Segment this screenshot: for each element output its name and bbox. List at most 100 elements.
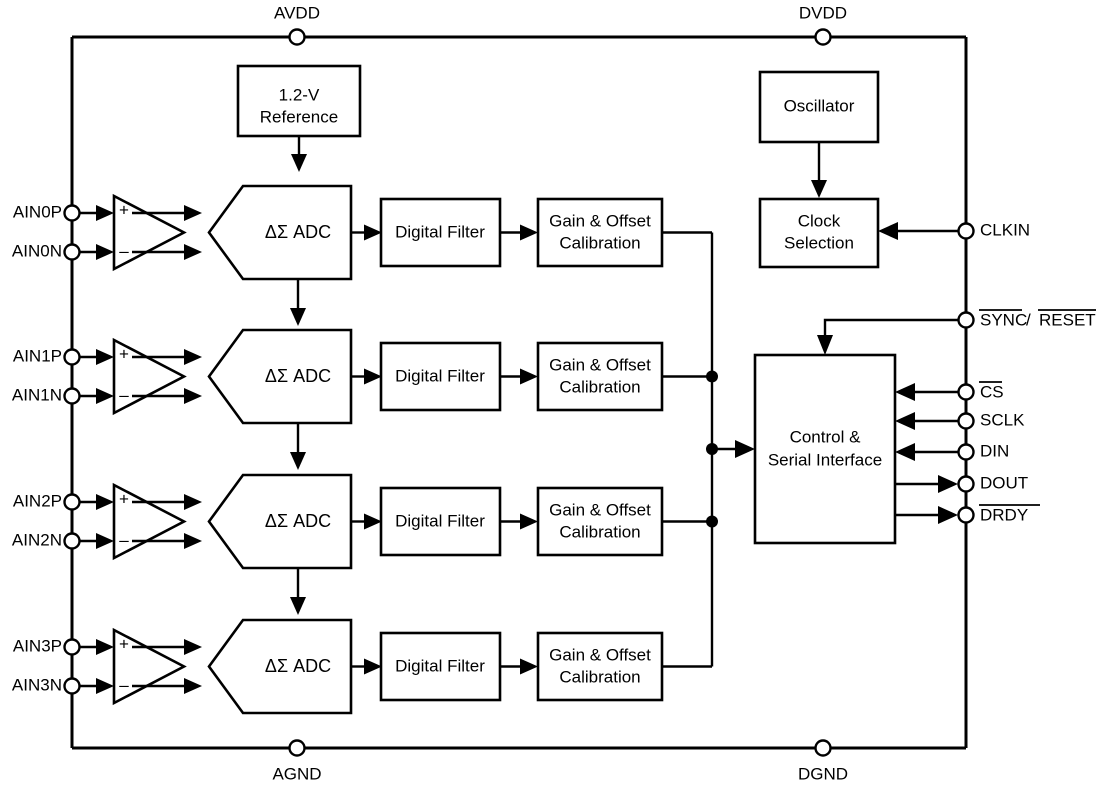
filter-3-label: Digital Filter [395,656,485,675]
cs-label: CS [980,382,1004,401]
oscillator-to-clocksel-arrow [811,180,827,198]
dgnd-pin-circle[interactable] [814,739,832,757]
cal-1-rect [536,341,664,412]
reference-to-adc0-arrow [291,154,307,172]
ain2p-pin-circle[interactable] [63,493,81,511]
ain1p-pin-circle[interactable] [63,348,81,366]
filter-0-rect [379,197,502,268]
pga-1-out-top-arrow [184,349,202,365]
clock-selection-block-rect [758,197,880,269]
adc-1-label: ΔΣ ADC [265,366,331,386]
sync-reset-wire [823,318,966,337]
cs-arrow [895,383,915,401]
control-serial-interface-block: Control & Serial Interface [753,353,897,545]
adc-2-label: ΔΣ ADC [265,511,331,531]
ain0n-arrow [96,244,114,260]
sclk-arrow [895,412,915,430]
ain2n-pin-circle[interactable] [63,532,81,550]
dout-pin-circle[interactable] [957,475,975,493]
sync-reset-connection [817,318,966,355]
cal-2-label-line1: Gain & Offset [549,500,651,519]
adc-3-to-filter-arrow [364,658,382,675]
pga-1-plus-sign: + [119,344,129,363]
ain2n-label: AIN2N [12,530,62,549]
filter-1-label: Digital Filter [395,366,485,385]
ain1n-arrow [96,388,114,404]
filter-1-to-cal-arrow [520,368,538,385]
sync-label: SYNC [980,310,1027,329]
adc2-to-adc3-chain-arrow [290,597,306,615]
avdd-pin-circle[interactable] [288,28,306,46]
cal-0-label-line2: Calibration [559,233,640,252]
agnd-pin-circle[interactable] [288,739,306,757]
dvdd-label: DVDD [799,3,847,22]
adc-0-to-filter-arrow [364,224,382,241]
clkin-pin-circle[interactable] [957,222,975,240]
clock-selection-block: Clock Selection [758,197,880,269]
pga-2-plus-sign: + [119,489,129,508]
clkin-arrow [878,222,898,240]
reset-label: RESET [1039,310,1096,329]
ain2p-arrow [96,494,114,510]
clock-selection-label-line2: Selection [784,233,854,252]
filter-1-rect [379,341,502,412]
oscillator-block: Oscillator [758,70,880,198]
sclk-label: SCLK [980,410,1025,429]
sync-reset-pin-circle[interactable] [957,311,975,329]
pga-0-out-top-arrow [184,205,202,221]
data-bus [706,232,755,667]
pga-1-minus-sign: – [119,385,129,404]
clock-selection-label-line1: Clock [798,211,841,230]
ain1p-label: AIN1P [13,346,62,365]
reference-label-line1: 1.2-V [279,85,320,104]
digital-pin-group: CLKIN SYNC / RESET CS SCLK DIN [895,220,1096,524]
channel-1: AIN1P AIN1N + – ΔΣ ADC Digital Filter Ga… [12,328,712,470]
ain1p-arrow [96,349,114,365]
filter-3-to-cal-arrow [520,658,538,675]
din-label: DIN [980,441,1009,460]
drdy-pin-circle[interactable] [957,506,975,524]
ain1n-pin-circle[interactable] [63,387,81,405]
pga-3-out-bot-arrow [184,678,202,694]
drdy-label: DRDY [980,505,1028,524]
cs-pin-circle[interactable] [957,383,975,401]
adc-1-to-filter-arrow [364,368,382,385]
pga-0-minus-sign: – [119,241,129,260]
channel-2: AIN2P AIN2N + – ΔΣ ADC Digital Filter Ga… [12,473,712,615]
ain3n-label: AIN3N [12,675,62,694]
ain3p-pin-circle[interactable] [63,638,81,656]
pga-3-triangle [112,627,187,706]
cal-1-label-line2: Calibration [559,377,640,396]
bus-to-control-arrow [735,440,755,458]
ain0n-label: AIN0N [12,241,62,260]
pga-1-triangle [112,337,187,416]
ain0p-pin-circle[interactable] [63,204,81,222]
cal-1-label-line1: Gain & Offset [549,355,651,374]
cal-3-label-line2: Calibration [559,667,640,686]
ain2n-arrow [96,533,114,549]
dvdd-pin-circle[interactable] [814,28,832,46]
filter-3-rect [379,631,502,702]
dout-arrow [938,475,958,493]
sclk-pin-circle[interactable] [957,412,975,430]
reference-block: 1.2-V Reference [236,64,362,172]
control-label-line2: Serial Interface [768,450,882,469]
dgnd-label: DGND [798,764,848,783]
pga-3-minus-sign: – [119,675,129,694]
ain0n-pin-circle[interactable] [63,243,81,261]
sync-reset-arrow [817,335,833,355]
supply-pin-group [288,28,832,757]
oscillator-block-rect [758,70,880,144]
avdd-label: AVDD [274,3,320,22]
din-pin-circle[interactable] [957,443,975,461]
adc-2-to-filter-arrow [364,513,382,530]
ain2p-label: AIN2P [13,491,62,510]
pga-3-out-top-arrow [184,639,202,655]
adc-3-shape [207,618,353,715]
clkin-connection [878,222,966,240]
adc-0-label: ΔΣ ADC [265,222,331,242]
ain3n-pin-circle[interactable] [63,677,81,695]
ain0p-arrow [96,205,114,221]
filter-2-rect [379,486,502,557]
